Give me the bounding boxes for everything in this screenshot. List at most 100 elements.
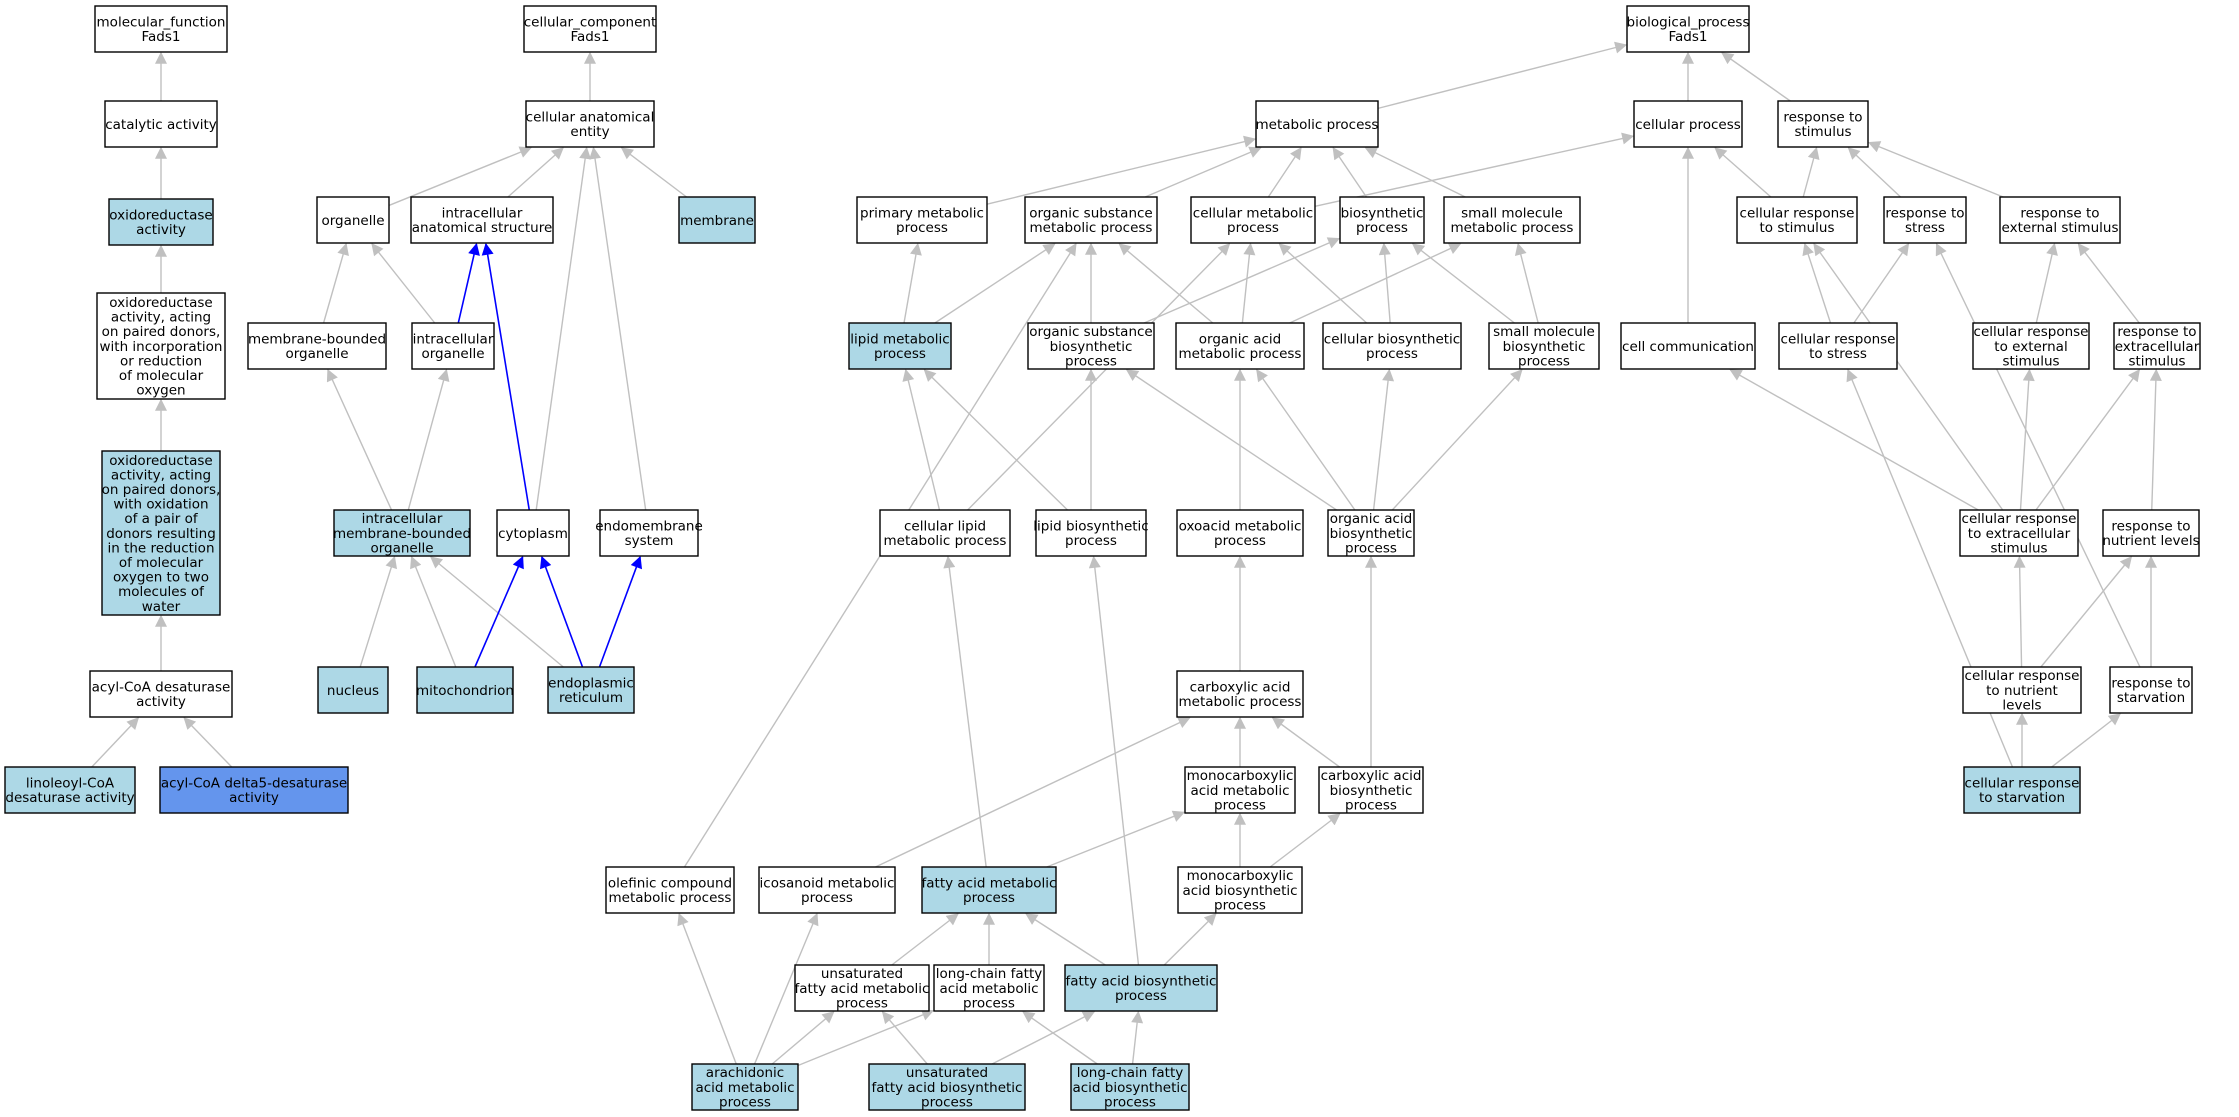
go-term-box: [1176, 670, 1304, 718]
go-term-label-line: starvation: [2117, 690, 2185, 706]
edge-crext-to-rext: [2035, 242, 2058, 324]
go-term-node-organelle[interactable]: organelle: [316, 196, 390, 244]
edge-crstarv-to-rstarv: [2051, 713, 2121, 768]
go-term-label-line: process: [921, 1094, 973, 1110]
go-term-label-line: to starvation: [1979, 790, 2065, 806]
edge-clmp-to-lmp: [902, 368, 941, 511]
go-term-node-nucleus[interactable]: nucleus: [317, 666, 389, 714]
edge-rextra-to-rext: [2077, 243, 2140, 324]
go-term-node-cyto[interactable]: cytoplasm: [496, 509, 570, 557]
go-term-label-line: acid metabolic: [695, 1080, 794, 1096]
go-term-box: [410, 196, 554, 244]
go-term-label-line: fatty acid metabolic: [922, 876, 1057, 892]
go-term-node-metab[interactable]: metabolic process: [1255, 100, 1379, 148]
edge-icmp-to-camp: [875, 717, 1191, 868]
edge-oamp-to-osmp: [1118, 243, 1214, 324]
go-term-box: [1620, 322, 1756, 370]
edge-osbp-to-bios: [1143, 237, 1341, 324]
go-term-label-line: acid biosynthetic: [1072, 1080, 1187, 1096]
go-term-box: [316, 196, 390, 244]
edge-io-to-organelle: [371, 243, 436, 324]
edge-cyto-to-cae: [535, 146, 592, 511]
edge-rstarv-to-rstress: [1935, 242, 2141, 668]
edge-smbp-to-smmp: [1514, 242, 1539, 324]
go-term-node-catact[interactable]: catalytic activity: [104, 100, 218, 148]
go-term-box: [879, 509, 1011, 557]
edge-crstim-to-rstim: [1802, 146, 1820, 198]
go-term-node-cellproc[interactable]: cellular process: [1633, 100, 1743, 148]
edge-mcabp-to-cabp: [1269, 813, 1341, 868]
go-term-label-line: biosynthetic: [1050, 339, 1133, 355]
go-term-label-line: biosynthetic: [1503, 339, 1586, 355]
go-term-node-membrane[interactable]: membrane: [678, 196, 756, 244]
go-term-label-line: biosynthetic: [1341, 206, 1424, 222]
go-term-label-line: small molecule: [1461, 206, 1563, 222]
go-term-box: [1318, 766, 1424, 814]
go-term-label-line: stimulus: [1794, 124, 1851, 140]
go-term-label-line: process: [1227, 220, 1279, 236]
go-term-node-ccomm[interactable]: cell communication: [1620, 322, 1756, 370]
go-term-label-line: linoleoyl-CoA: [26, 776, 115, 792]
go-term-label-line: fatty acid biosynthetic: [872, 1080, 1023, 1096]
go-term-box: [1175, 322, 1305, 370]
go-term-label-line: process: [1366, 346, 1418, 362]
go-term-node-mito[interactable]: mitochondrion: [416, 666, 514, 714]
go-term-label-line: metabolic process: [884, 533, 1007, 549]
